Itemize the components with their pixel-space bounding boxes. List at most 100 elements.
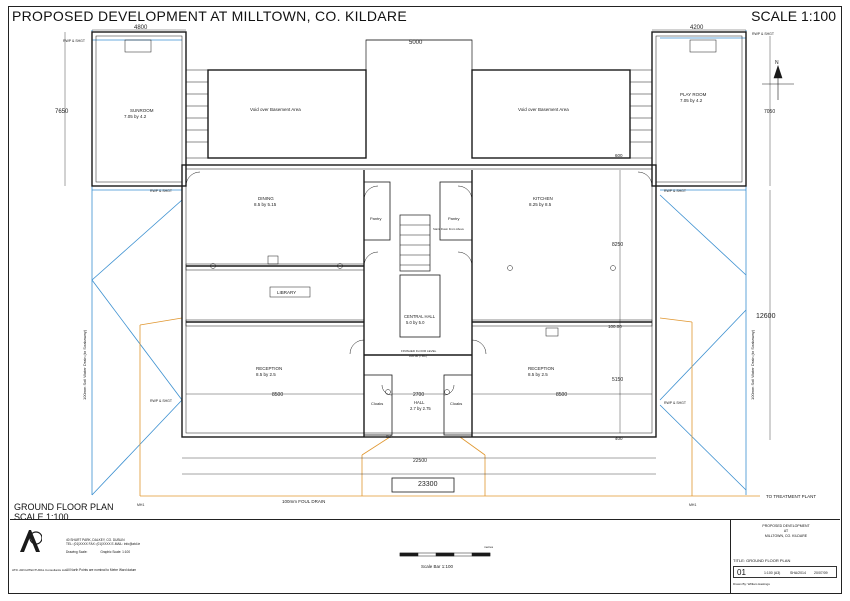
fixtures xyxy=(124,39,717,395)
dim-23300: 23300 xyxy=(418,481,438,488)
title-block-project: PROPOSED DEVELOPMENT AT MILLTOWN, CO. KI… xyxy=(730,520,841,594)
north-label: N xyxy=(775,60,779,66)
address-line-2: TEL: (01)XXXX FAX: (01)XXXX E-MAIL: info… xyxy=(66,542,141,547)
scale-bar xyxy=(399,552,491,557)
dim-7650: 7650 xyxy=(55,109,69,115)
dim-4200: 4200 xyxy=(690,25,704,31)
label-sunroom: SUNROOM xyxy=(130,108,154,113)
title-block-company: ATD. ARCHITECTURAL Consultants Ltd. xyxy=(10,520,160,594)
label-hall-size: 2.7 by 2.75 xyxy=(410,406,431,411)
void-left-walls xyxy=(207,69,367,159)
rwp-label-3: RWP & SHGT xyxy=(150,189,173,193)
surface-water-drains xyxy=(91,30,747,496)
scale-bar-metres: metres xyxy=(484,545,494,549)
svp-label: SVP xyxy=(386,435,392,439)
void-right-walls xyxy=(471,69,631,159)
dim-600-top: 600 xyxy=(615,153,623,158)
title-block-address: 40 SHURT PARK, DALKEY, CO. DUBLIN TEL: (… xyxy=(66,538,206,573)
label-stairs: Stairs Down From Above xyxy=(433,227,464,231)
label-kitchen: KITCHEN xyxy=(533,196,553,201)
graphic-scale-text: Graphic Scale: 1:100 xyxy=(100,549,131,554)
label-library: LIBRARY xyxy=(277,290,296,295)
label-cloaks-1: Cloaks xyxy=(371,401,383,406)
dim-400: 400 xyxy=(615,436,623,441)
rwp-label-2: RWP & SHGT xyxy=(752,32,775,36)
label-dining-size: 8.5 by 5.15 xyxy=(254,202,277,207)
label-kitchen-size: 8.25 by 8.5 xyxy=(529,202,552,207)
label-cloaks-2: Cloaks xyxy=(450,401,462,406)
drawing-scale: SCALE 1:100 xyxy=(751,8,836,24)
treatment-label: TO TREATMENT PLANT xyxy=(766,494,816,499)
dim-7050: 7050 xyxy=(764,109,775,115)
company-name: ATD. ARCHITECTURAL Consultants Ltd. xyxy=(12,568,67,572)
dim-5000: 5000 xyxy=(409,40,423,46)
drawing-title: PROPOSED DEVELOPMENT AT MILLTOWN, CO. KI… xyxy=(12,8,407,24)
door-swings xyxy=(185,171,653,396)
dim-8250: 8250 xyxy=(612,242,623,248)
project-line-1: PROPOSED DEVELOPMENT xyxy=(762,524,810,528)
address-line-1: 40 SHURT PARK, DALKEY, CO. DUBLIN xyxy=(66,538,125,542)
dim-5150: 5150 xyxy=(612,377,623,383)
drawing-sheet xyxy=(8,6,842,594)
foul-drains xyxy=(139,317,760,497)
foul-drain-label: 100mm FOUL DRAIN xyxy=(282,499,325,504)
dim-8500-left: 8500 xyxy=(272,392,283,398)
scale-info: Drawing Scale: Graphic Scale: 1:100 xyxy=(66,550,206,554)
walls xyxy=(91,31,747,493)
label-reception-right: RECEPTION xyxy=(528,366,554,371)
scale-bar-label: Scale Bar 1:100 xyxy=(421,564,454,569)
sheet-date: 20/07/09 xyxy=(814,571,828,575)
playroom-walls xyxy=(651,31,747,187)
label-playroom-size: 7.05 by 4.2 xyxy=(680,98,703,103)
rwp-label-5: RWP & SHGT xyxy=(150,399,173,403)
label-dining: DINING xyxy=(258,196,274,201)
drain-label-right: 100mm Soil Water Drain (to Soakaway) xyxy=(750,329,755,400)
dim-100: 100.00 xyxy=(608,324,622,329)
dim-22500: 22500 xyxy=(413,458,427,464)
plan-label-title: GROUND FLOOR PLAN xyxy=(14,502,114,512)
drawn-by: Drawn By: William Hastings xyxy=(733,582,770,586)
plan-label-scale: SCALE 1:100 xyxy=(14,512,69,522)
rwp-label-1: RWP & SHGT xyxy=(63,39,86,43)
label-playroom: PLAY ROOM xyxy=(680,92,707,97)
label-hall: HALL xyxy=(414,400,425,405)
label-void-left: Void over Basement Area xyxy=(250,107,301,112)
drain-label-left: 100mm Soil Water Drain (to Soakaway) xyxy=(82,329,87,400)
label-reception-left-size: 8.5 by 2.5 xyxy=(256,372,276,377)
rwp-label-6: RWP & SHGT xyxy=(664,401,687,405)
dim-8500-right: 8500 xyxy=(556,392,567,398)
dim-2700: 2700 xyxy=(413,392,424,398)
project-line-2: AT xyxy=(783,529,789,533)
steps xyxy=(185,69,653,327)
plan-label: GROUND FLOOR PLAN SCALE 1:100 xyxy=(14,502,114,522)
manhole-label-2: MH1 xyxy=(689,503,696,507)
sheet-number: 01 xyxy=(737,568,746,577)
main-block-walls xyxy=(181,164,657,438)
sheet-info-box: 01 1:100 (A3) SHA/2014 20/07/09 xyxy=(733,566,837,578)
label-reception-right-size: 8.5 by 2.5 xyxy=(528,372,548,377)
sheet-revision: SHA/2014 xyxy=(790,571,806,575)
dim-12600: 12600 xyxy=(756,313,776,320)
label-central-hall-size: 5.0 by 5.0 xyxy=(406,320,425,325)
title-block: ATD. ARCHITECTURAL Consultants Ltd. 40 S… xyxy=(10,519,840,594)
sheet-title: TITLE: GROUND FLOOR PLAN xyxy=(733,558,791,563)
north-arrow xyxy=(762,65,794,100)
company-logo-icon xyxy=(20,530,42,552)
label-void-right: Void over Basement Area xyxy=(518,107,569,112)
project-line-3: MILLTOWN, CO. KILDARE xyxy=(764,534,808,538)
dimension-lines xyxy=(64,29,771,475)
label-finished-floor-val: 100.00 (TBC) xyxy=(409,354,427,358)
north-note: All North Points are nominal to Metre Wa… xyxy=(66,568,137,573)
rwp-label-4: RWP & SHGT xyxy=(664,189,687,193)
sheet-scale: 1:100 (A3) xyxy=(764,571,781,575)
drawing-scale-text: Drawing Scale: xyxy=(66,549,89,554)
dim-4800: 4800 xyxy=(134,25,148,31)
manhole-label-1: MH1 xyxy=(137,503,144,507)
label-central-hall: CENTRAL HALL xyxy=(404,314,436,319)
label-pantry-1: Pantry xyxy=(370,216,382,221)
label-reception-left: RECEPTION xyxy=(256,366,282,371)
label-finished-floor: FINISHED FLOOR LEVEL xyxy=(401,349,437,353)
project-name: PROPOSED DEVELOPMENT AT MILLTOWN, CO. KI… xyxy=(731,524,841,539)
label-sunroom-size: 7.05 by 4.2 xyxy=(124,114,147,119)
